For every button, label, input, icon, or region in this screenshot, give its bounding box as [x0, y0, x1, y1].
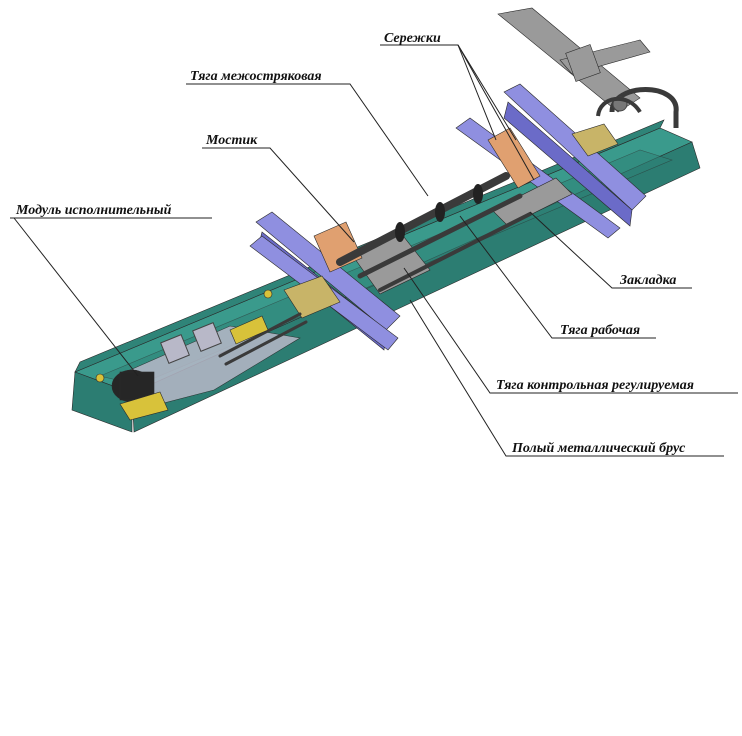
- control-rod: [378, 212, 532, 292]
- closure-insert: [491, 177, 573, 227]
- leader-zakladka: [529, 211, 692, 289]
- mounting-arm: [497, 7, 679, 128]
- label-tyaga-kontrolnaya: Тяга контрольная регулируемая: [496, 378, 694, 393]
- working-rod: [357, 193, 523, 279]
- label-brus: Полый металлический брус: [511, 441, 686, 456]
- leader-modul-a: [13, 217, 139, 377]
- relay-block: [160, 334, 190, 364]
- label-tyaga-mezhostryakovaya: Тяга межостряковая: [190, 69, 322, 84]
- leader-serezhki-b: [457, 44, 497, 141]
- bolt: [95, 373, 105, 383]
- actuator-module: [95, 289, 308, 421]
- terminal-block: [119, 391, 169, 421]
- leader-brus: [409, 299, 724, 457]
- drive-rod: [224, 320, 308, 366]
- leader-mostik: [202, 147, 355, 243]
- drive-rod: [218, 312, 302, 358]
- leader-lines: [10, 44, 738, 457]
- label-modul: Модуль исполнительный: [15, 203, 172, 218]
- bolt: [263, 289, 273, 299]
- hoop-cable: [596, 96, 642, 117]
- rod-ring: [395, 222, 405, 242]
- left-rail-head: [255, 211, 401, 331]
- earring-upper: [487, 127, 541, 189]
- arm-block: [565, 44, 601, 82]
- relay-block: [192, 322, 222, 352]
- label-tyaga-rabochaya: Тяга рабочая: [560, 323, 640, 338]
- label-mostik: Мостик: [205, 133, 258, 148]
- rod-ring: [435, 202, 445, 222]
- leader-serezhki-c: [457, 44, 535, 181]
- rod-ring: [473, 184, 483, 204]
- right-rail-head: [503, 83, 647, 211]
- terminal-block: [229, 315, 269, 345]
- right-pad: [571, 123, 619, 157]
- label-zakladka: Закладка: [619, 273, 676, 288]
- leader-serezhki: [380, 44, 517, 141]
- label-serezhki: Сережки: [384, 31, 441, 46]
- labels: Сережки Тяга межостряковая Мостик Модуль…: [15, 31, 694, 456]
- leader-rabochaya: [459, 215, 656, 339]
- left-pad: [283, 275, 341, 319]
- leader-mezhostryakovaya: [186, 83, 429, 197]
- right-rail-web: [503, 101, 633, 227]
- mid-assembly: [283, 96, 642, 319]
- leader-kontrolnaya: [403, 267, 738, 394]
